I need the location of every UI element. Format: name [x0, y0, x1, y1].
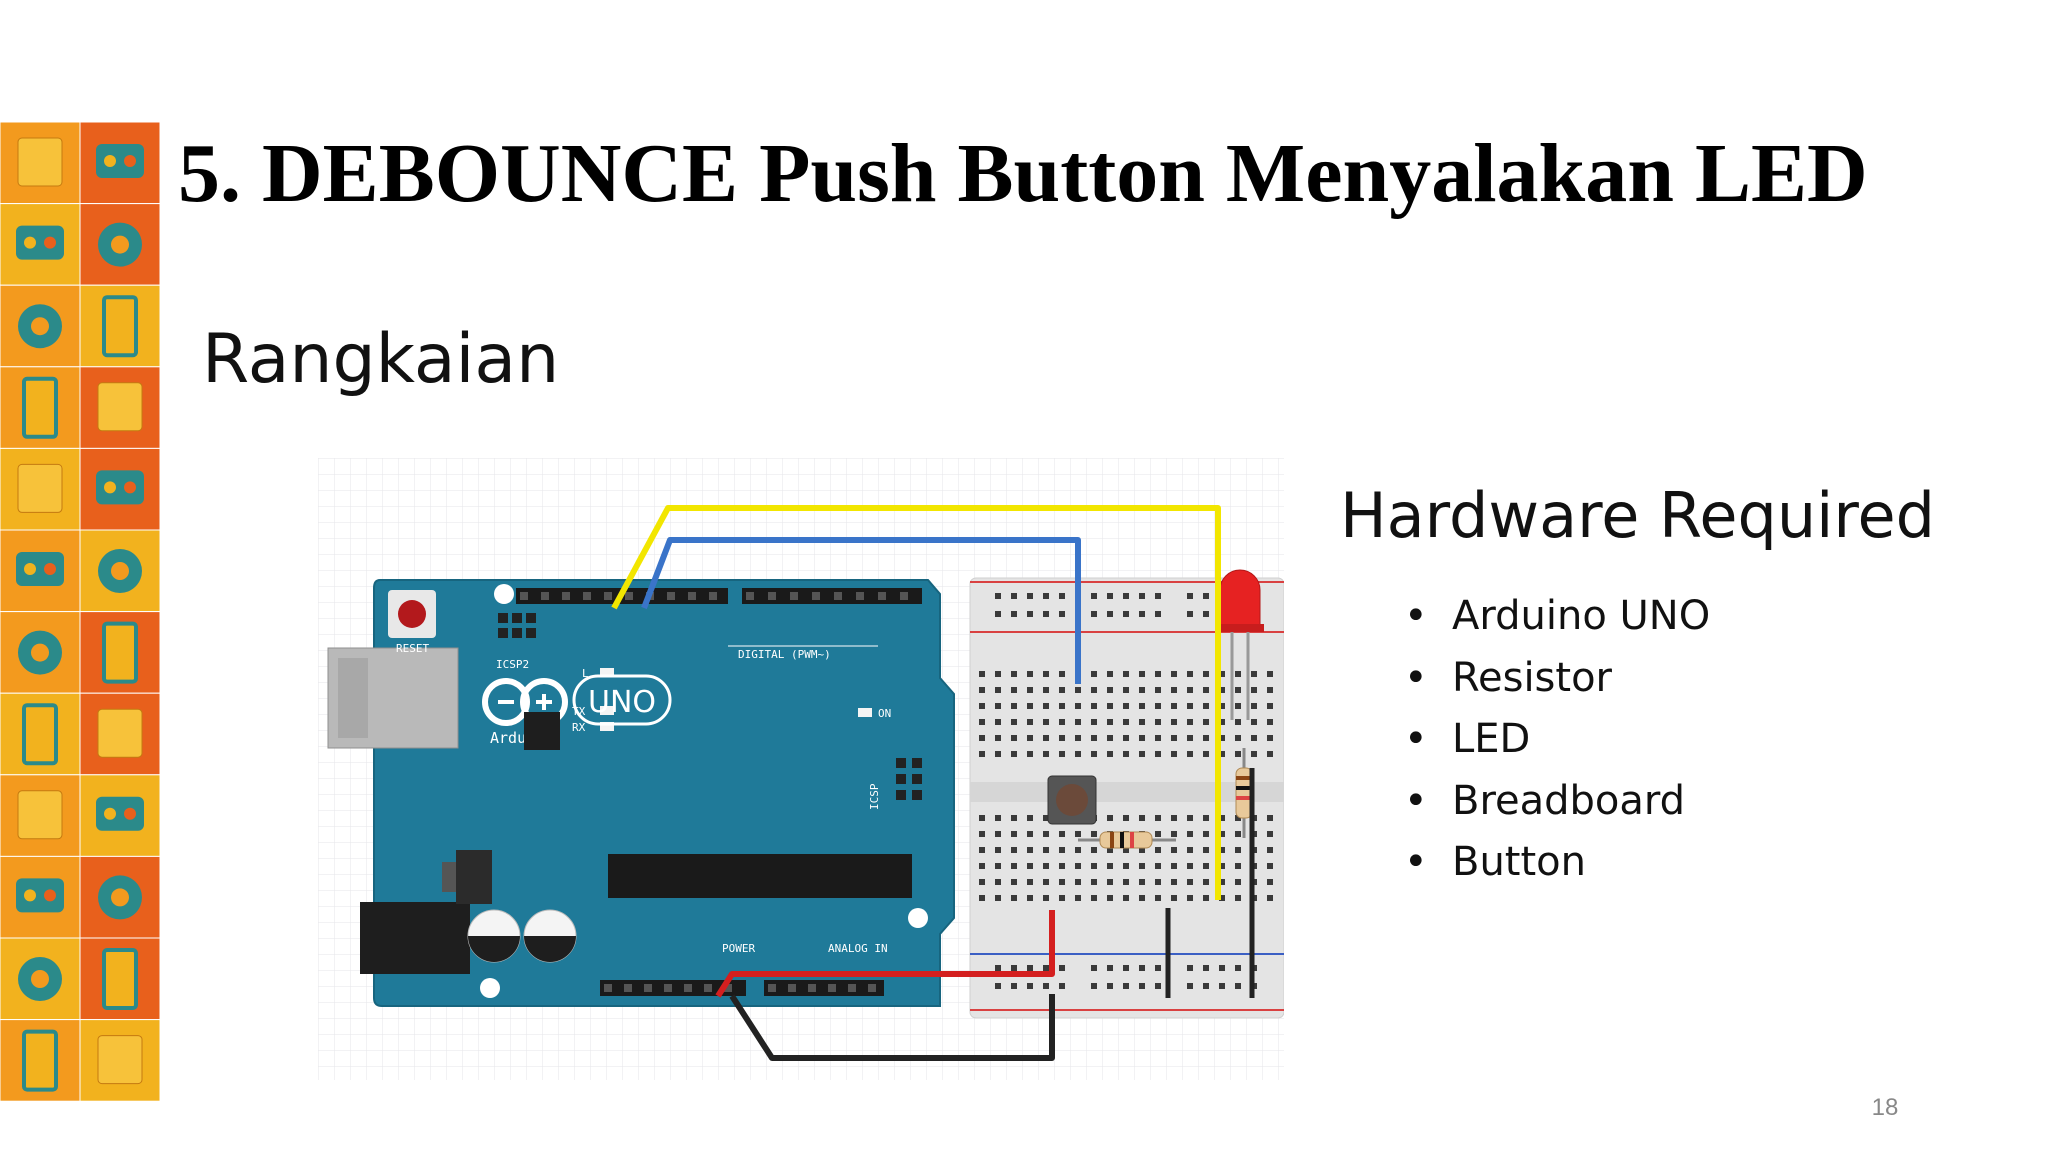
- dc-power-jack: [360, 902, 470, 974]
- icsp-label: ICSP: [868, 783, 881, 810]
- arduino-uno-board: RESET ICSP2 DIGITAL (PWM~) L TX RX ON: [327, 579, 955, 1007]
- hardware-item: Button: [1404, 832, 1710, 894]
- capacitors: [467, 909, 577, 963]
- signal-wire: [611, 505, 1221, 900]
- hardware-item: Arduino UNO: [1404, 586, 1710, 648]
- atmega-chip: [608, 854, 912, 898]
- hardware-item: Breadboard: [1404, 771, 1710, 833]
- slide-title: 5. DEBOUNCE Push Button Menyalakan LED: [178, 127, 1868, 220]
- circuit-diagram: RESET ICSP2 DIGITAL (PWM~) L TX RX ON: [318, 458, 1284, 1080]
- button-wire: [641, 537, 1081, 684]
- power-wire: [715, 910, 1055, 998]
- voltage-regulator: [456, 850, 492, 904]
- reset-label: RESET: [396, 642, 429, 655]
- section-heading: Rangkaian: [202, 320, 560, 399]
- analog-header: [764, 980, 884, 996]
- red-led: [1216, 569, 1264, 720]
- decorative-side-strip: [0, 122, 160, 1102]
- breadboard: [969, 577, 1284, 1019]
- hardware-item: LED: [1404, 709, 1710, 771]
- hardware-list: Arduino UNO Resistor LED Breadboard Butt…: [1404, 586, 1710, 894]
- ground-wire: [729, 994, 1055, 1061]
- analog-label: ANALOG IN: [828, 942, 888, 955]
- on-led-label: ON: [878, 707, 891, 720]
- hardware-heading: Hardware Required: [1340, 479, 1935, 552]
- model-label: UNO: [588, 685, 656, 720]
- resistor-led: [1235, 748, 1253, 838]
- icsp2-label: ICSP2: [496, 658, 529, 671]
- icsp-header: [896, 758, 922, 800]
- power-label: POWER: [722, 942, 755, 955]
- rx-led-label: RX: [572, 721, 586, 734]
- push-button: [1047, 775, 1097, 825]
- hardware-item: Resistor: [1404, 648, 1710, 710]
- usb-chip: [524, 712, 560, 750]
- arduino-logo: [482, 674, 672, 726]
- digital-header-right: [742, 588, 922, 604]
- icsp2-header: [498, 613, 536, 638]
- page-number: 18: [1871, 1094, 1899, 1121]
- digital-label: DIGITAL (PWM~): [738, 648, 831, 661]
- l-led-label: L: [582, 667, 589, 680]
- resistor-button: [1078, 831, 1176, 849]
